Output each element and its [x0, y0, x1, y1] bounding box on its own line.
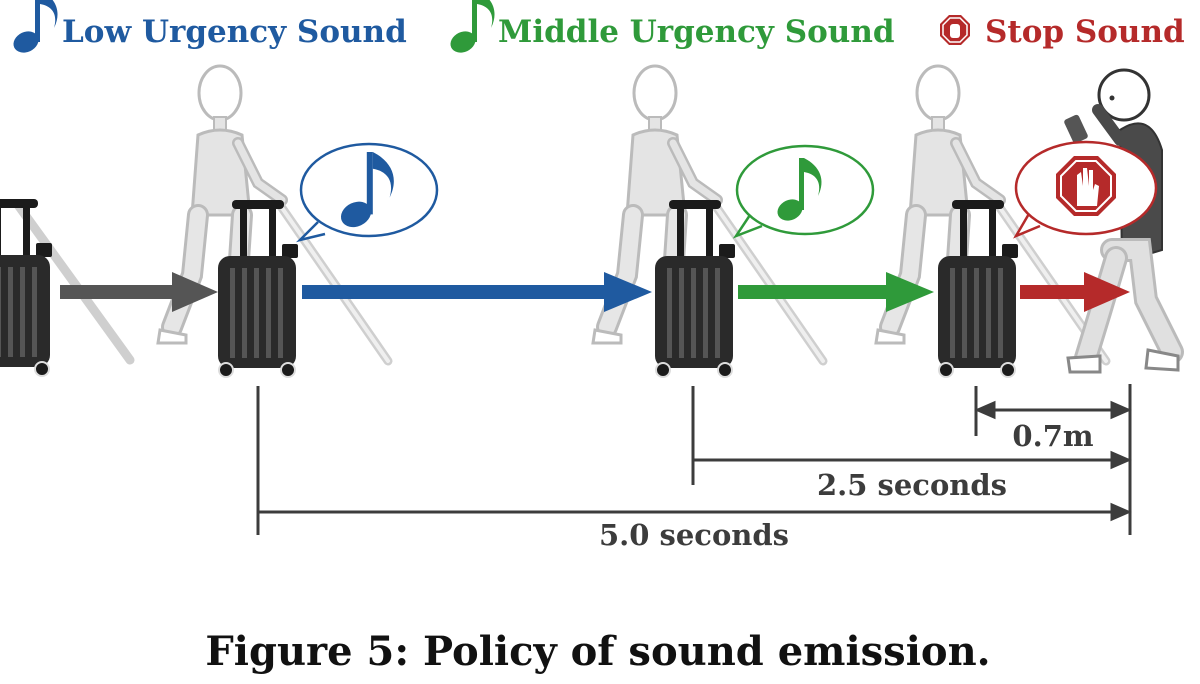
legend-low-label: Low Urgency Sound [62, 14, 407, 50]
movement-arrows [60, 272, 1130, 312]
bubble-stop [1013, 140, 1158, 239]
middle-time-label: 2.5 seconds [817, 468, 1007, 502]
legend-middle-label: Middle Urgency Sound [498, 14, 895, 50]
stop-distance-label: 0.7m [1012, 419, 1093, 453]
suitcase-low [217, 199, 299, 378]
low-time-label: 5.0 seconds [599, 518, 789, 552]
legend: Low Urgency Sound Middle Urgency Sound S… [9, 0, 1185, 57]
measurements [256, 384, 1132, 535]
stop-hand-icon [940, 15, 970, 45]
legend-stop: Stop Sound [940, 14, 1185, 50]
legend-low: Low Urgency Sound [9, 0, 407, 57]
music-note-icon [446, 0, 495, 57]
stop-hand-icon [1056, 156, 1116, 216]
bubble-low [295, 142, 439, 243]
figure-caption: Figure 5: Policy of sound emission. [205, 628, 990, 675]
bubble-middle [732, 144, 875, 239]
previous-suitcase [0, 198, 135, 377]
pedestrian [1064, 68, 1184, 374]
legend-stop-label: Stop Sound [985, 14, 1185, 50]
legend-middle: Middle Urgency Sound [446, 0, 895, 57]
music-note-icon [9, 0, 58, 57]
